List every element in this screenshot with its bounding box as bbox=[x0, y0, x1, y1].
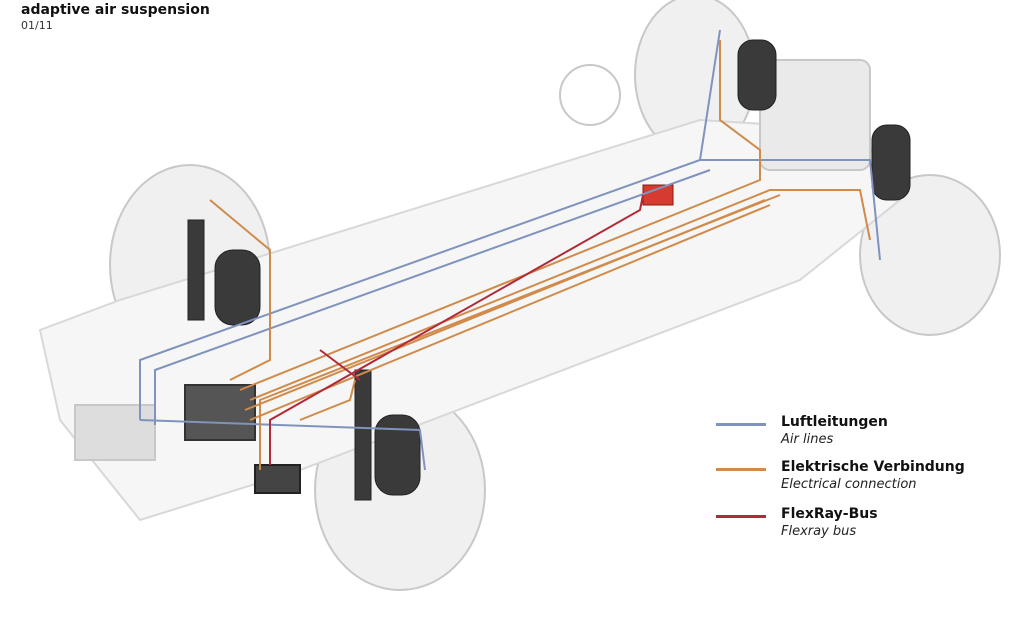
flexray-line bbox=[269, 194, 644, 465]
front-left-damper bbox=[187, 219, 205, 321]
legend-label-de: Luftleitungen bbox=[781, 414, 888, 430]
page-number: 01/11 bbox=[21, 19, 53, 32]
air-line bbox=[139, 29, 881, 471]
legend-label-de: Elektrische Verbindung bbox=[781, 459, 965, 475]
reservoir bbox=[74, 404, 156, 461]
compressor-unit bbox=[184, 384, 256, 441]
rear-left-damper bbox=[354, 369, 372, 501]
diagram-title: adaptive air suspension bbox=[21, 2, 210, 18]
rear-right-wheel bbox=[859, 174, 1001, 336]
legend-label-en: Electrical connection bbox=[781, 477, 917, 492]
rear-right-strut bbox=[871, 124, 911, 201]
front-left-strut bbox=[214, 249, 261, 326]
valve-block bbox=[254, 464, 301, 494]
front-right-strut bbox=[737, 39, 777, 111]
air-line-swatch bbox=[716, 423, 766, 426]
rear-left-strut bbox=[374, 414, 421, 496]
electrical-line bbox=[244, 199, 771, 421]
legend-label-de: FlexRay-Bus bbox=[781, 506, 878, 522]
electrical-swatch bbox=[716, 468, 766, 471]
legend-label-en: Air lines bbox=[781, 432, 834, 447]
steering-wheel bbox=[559, 64, 621, 126]
electrical-line bbox=[209, 40, 871, 470]
legend-label-en: Flexray bus bbox=[781, 524, 857, 539]
air-line bbox=[154, 169, 711, 425]
engine bbox=[759, 59, 871, 171]
flexray-swatch bbox=[716, 515, 766, 518]
